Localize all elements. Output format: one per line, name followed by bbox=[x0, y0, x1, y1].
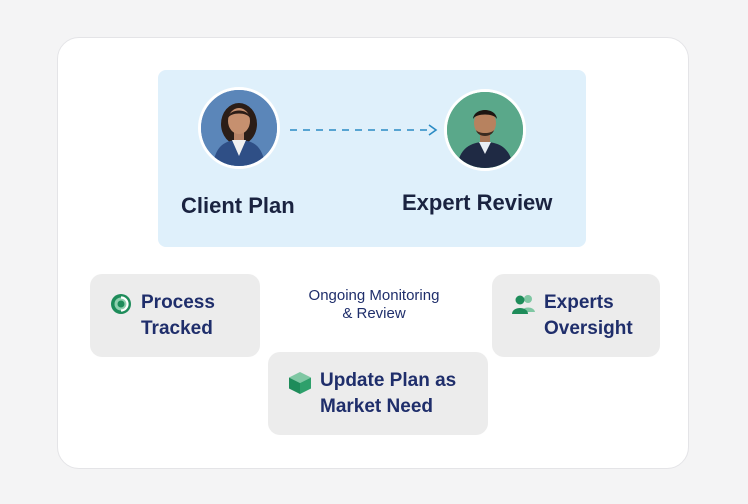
experts-oversight-text: Experts Oversight bbox=[544, 290, 633, 342]
woman-avatar-icon bbox=[201, 90, 277, 166]
ongoing-monitoring-line1: Ongoing Monitoring bbox=[308, 287, 440, 304]
process-tracked-line1: Process bbox=[141, 292, 215, 313]
man-avatar-icon bbox=[447, 92, 523, 168]
experts-oversight-line2: Oversight bbox=[544, 318, 633, 339]
update-plan-text: Update Plan as Market Need bbox=[320, 368, 456, 420]
box-icon bbox=[289, 372, 311, 394]
experts-oversight-box: Experts Oversight bbox=[492, 274, 660, 357]
process-tracked-text: Process Tracked bbox=[141, 290, 215, 342]
expert-avatar bbox=[444, 89, 526, 171]
ongoing-monitoring-line2: & Review bbox=[342, 305, 406, 322]
expert-review-label: Expert Review bbox=[402, 190, 553, 215]
users-icon bbox=[512, 295, 535, 314]
ongoing-monitoring-label: Ongoing Monitoring & Review bbox=[286, 287, 462, 323]
client-avatar bbox=[198, 87, 280, 169]
process-tracked-box: Process Tracked bbox=[90, 274, 260, 357]
progress-circle-icon bbox=[111, 294, 131, 314]
update-plan-line1: Update Plan as bbox=[320, 370, 457, 391]
dashed-arrow bbox=[290, 124, 438, 136]
client-plan-label: Client Plan bbox=[181, 193, 295, 218]
update-plan-line2: Market Need bbox=[320, 396, 433, 417]
process-tracked-line2: Tracked bbox=[141, 318, 213, 339]
update-plan-box: Update Plan as Market Need bbox=[268, 352, 488, 435]
experts-oversight-line1: Experts bbox=[544, 292, 614, 313]
